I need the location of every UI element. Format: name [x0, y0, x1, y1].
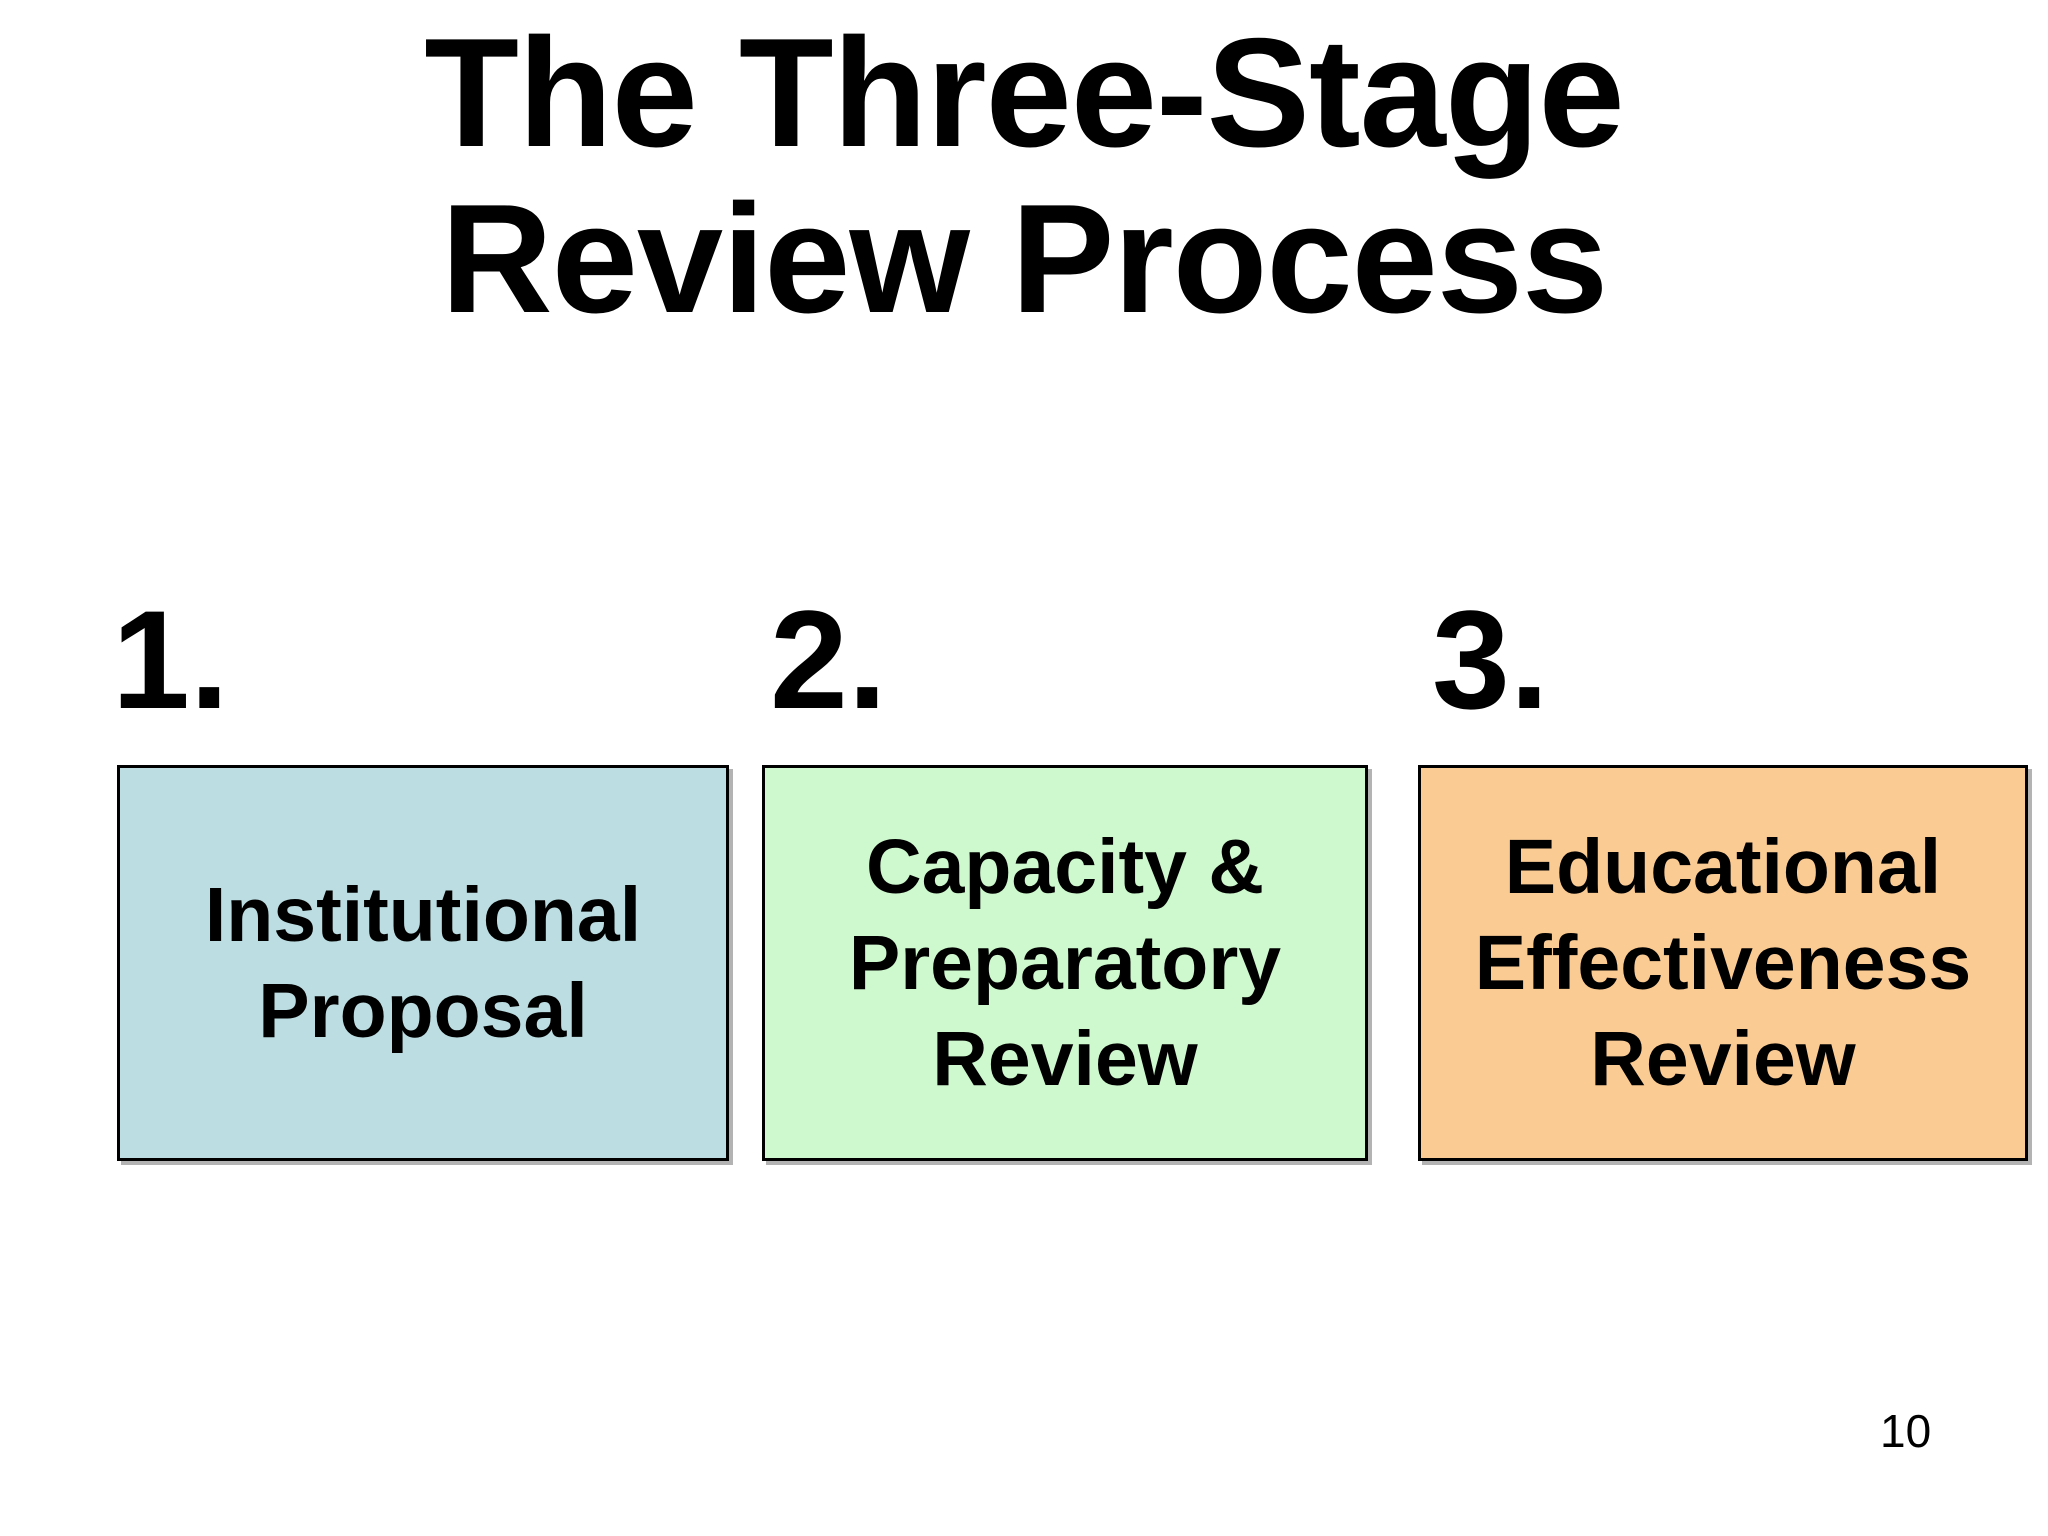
stage-2-box-capacity-preparatory-review: Capacity & Preparatory Review — [762, 765, 1368, 1161]
title-line-1: The Three-Stage — [424, 6, 1624, 179]
stage-2-label: Capacity & Preparatory Review — [849, 819, 1281, 1108]
stage-3-label-line-2: Effectiveness — [1474, 919, 1972, 1006]
stage-2-label-line-2: Preparatory — [848, 919, 1282, 1006]
slide-title: The Three-Stage Review Process — [0, 10, 2048, 342]
stage-1-label-line-2: Proposal — [258, 968, 588, 1054]
stage-3-number: 3. — [1432, 581, 1549, 738]
stage-2-label-line-3: Review — [932, 1016, 1198, 1103]
stage-1-label-line-1: Institutional — [204, 871, 642, 958]
stage-2-number: 2. — [770, 581, 887, 738]
page-number: 10 — [1880, 1405, 1932, 1457]
stage-3-label: Educational Effectiveness Review — [1475, 819, 1971, 1108]
stage-1-number: 1. — [112, 581, 229, 738]
title-line-2: Review Process — [440, 171, 1608, 345]
stage-3-box-educational-effectiveness-review: Educational Effectiveness Review — [1418, 765, 2028, 1161]
stage-1-label: Institutional Proposal — [205, 867, 641, 1060]
stage-2-label-line-1: Capacity & — [866, 823, 1264, 910]
stage-1-box-institutional-proposal: Institutional Proposal — [117, 765, 729, 1161]
stage-3-label-line-3: Review — [1590, 1016, 1856, 1103]
stage-3-label-line-1: Educational — [1504, 823, 1942, 910]
